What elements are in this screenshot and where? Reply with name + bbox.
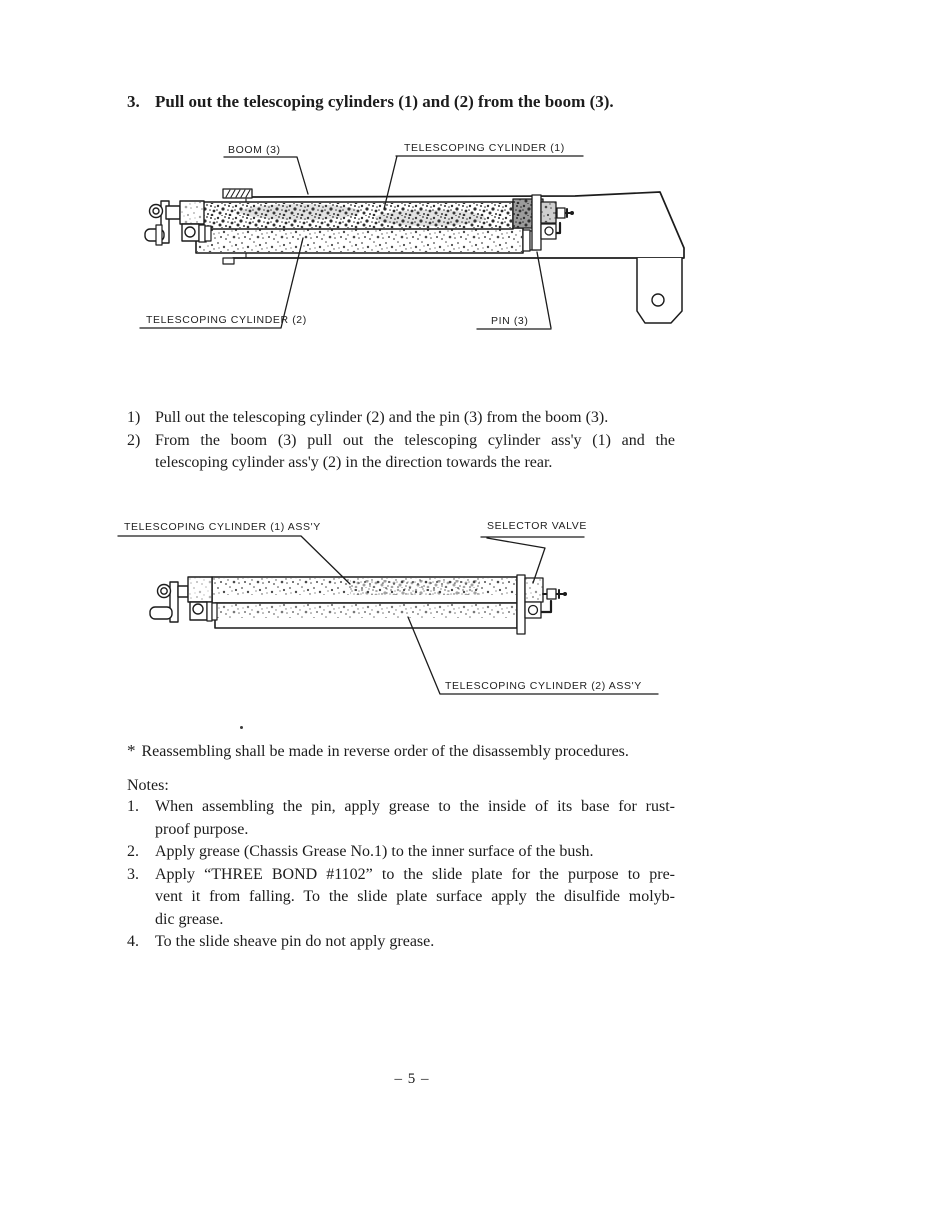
figure1-label-cylinder2: TELESCOPING CYLINDER (2) (146, 314, 307, 326)
figure2-rod-ends (149, 576, 218, 623)
notes-heading: Notes: (127, 777, 169, 794)
figure2-assembly-diagram: TELESCOPING CYLINDER (1) ASS'Y SELECTOR … (117, 520, 659, 695)
note-line: vent it from falling. To the slide plate… (155, 888, 675, 905)
boom-outline (222, 188, 685, 324)
instruction-number: 3. (127, 92, 140, 111)
figure1-label-pin: PIN (3) (491, 315, 528, 327)
note-2: 2. Apply grease (Chassis Grease No.1) to… (127, 841, 675, 864)
scan-speck (240, 726, 243, 729)
note-3: 3. Apply “THREE BOND #1102” to the slide… (127, 864, 675, 932)
selector-valve-assembly (516, 574, 567, 635)
notes-list: 1. When assembling the pin, apply grease… (127, 796, 675, 954)
reassembly-text: Reassembling shall be made in reverse or… (141, 743, 629, 760)
substep-1: 1) Pull out the telescoping cylinder (2)… (127, 407, 675, 430)
note-number: 1. (127, 798, 139, 815)
cylinder2-body (195, 227, 538, 254)
page-number: – 5 – (394, 1071, 430, 1087)
note-4: 4. To the slide sheave pin do not apply … (127, 931, 675, 954)
cylinder1-assy-body (211, 576, 518, 604)
instruction-text: Pull out the telescoping cylinders (1) a… (155, 92, 614, 111)
note-line: When assembling the pin, apply grease to… (155, 798, 675, 815)
boom-bracket (636, 257, 683, 324)
figure1-label-cylinder1: TELESCOPING CYLINDER (1) (404, 142, 565, 154)
note-line: dic grease. (155, 910, 224, 928)
cylinder2-assy-body (214, 602, 518, 629)
note-1: 1. When assembling the pin, apply grease… (127, 796, 675, 841)
figure1-rod-ends (144, 200, 212, 246)
instruction-heading: 3. Pull out the telescoping cylinders (1)… (127, 91, 727, 113)
substep-number: 2) (127, 431, 141, 449)
figure1-boom-diagram: BOOM (3) TELESCOPING CYLINDER (1) TELESC… (139, 142, 685, 330)
hatch-block (222, 188, 253, 199)
substep-line: telescoping cylinder ass'y (2) in the di… (155, 454, 553, 471)
substeps-list: 1) Pull out the telescoping cylinder (2)… (127, 407, 675, 475)
reassembly-note: * Reassembling shall be made in reverse o… (127, 740, 707, 763)
figure1-label-boom: BOOM (3) (228, 144, 281, 156)
note-number: 4. (127, 933, 139, 950)
figure1-leader-lines (139, 155, 584, 330)
figure2-label-cylinder1-assy: TELESCOPING CYLINDER (1) ASS'Y (124, 521, 321, 533)
figure2-leader-lines (117, 535, 659, 695)
note-line: Apply “THREE BOND #1102” to the slide pl… (155, 865, 675, 883)
substep-line: Pull out the telescoping cylinder (2) an… (155, 409, 609, 426)
substep-2: 2) From the boom (3) pull out the telesc… (127, 430, 675, 475)
substep-number: 1) (127, 409, 141, 426)
cylinder1-body (202, 201, 514, 230)
figure2-label-selector-valve: SELECTOR VALVE (487, 520, 587, 532)
valve-pin-assembly (512, 194, 574, 251)
note-line: proof purpose. (155, 820, 249, 838)
note-number: 3. (127, 865, 139, 883)
note-number: 2. (127, 843, 139, 860)
note-line: Apply grease (Chassis Grease No.1) to th… (155, 843, 594, 860)
figure2-label-cylinder2-assy: TELESCOPING CYLINDER (2) ASS'Y (445, 680, 642, 692)
asterisk-marker: * (127, 741, 136, 760)
note-line: To the slide sheave pin do not apply gre… (155, 933, 435, 950)
substep-line: From the boom (3) pull out the telescopi… (155, 431, 675, 449)
